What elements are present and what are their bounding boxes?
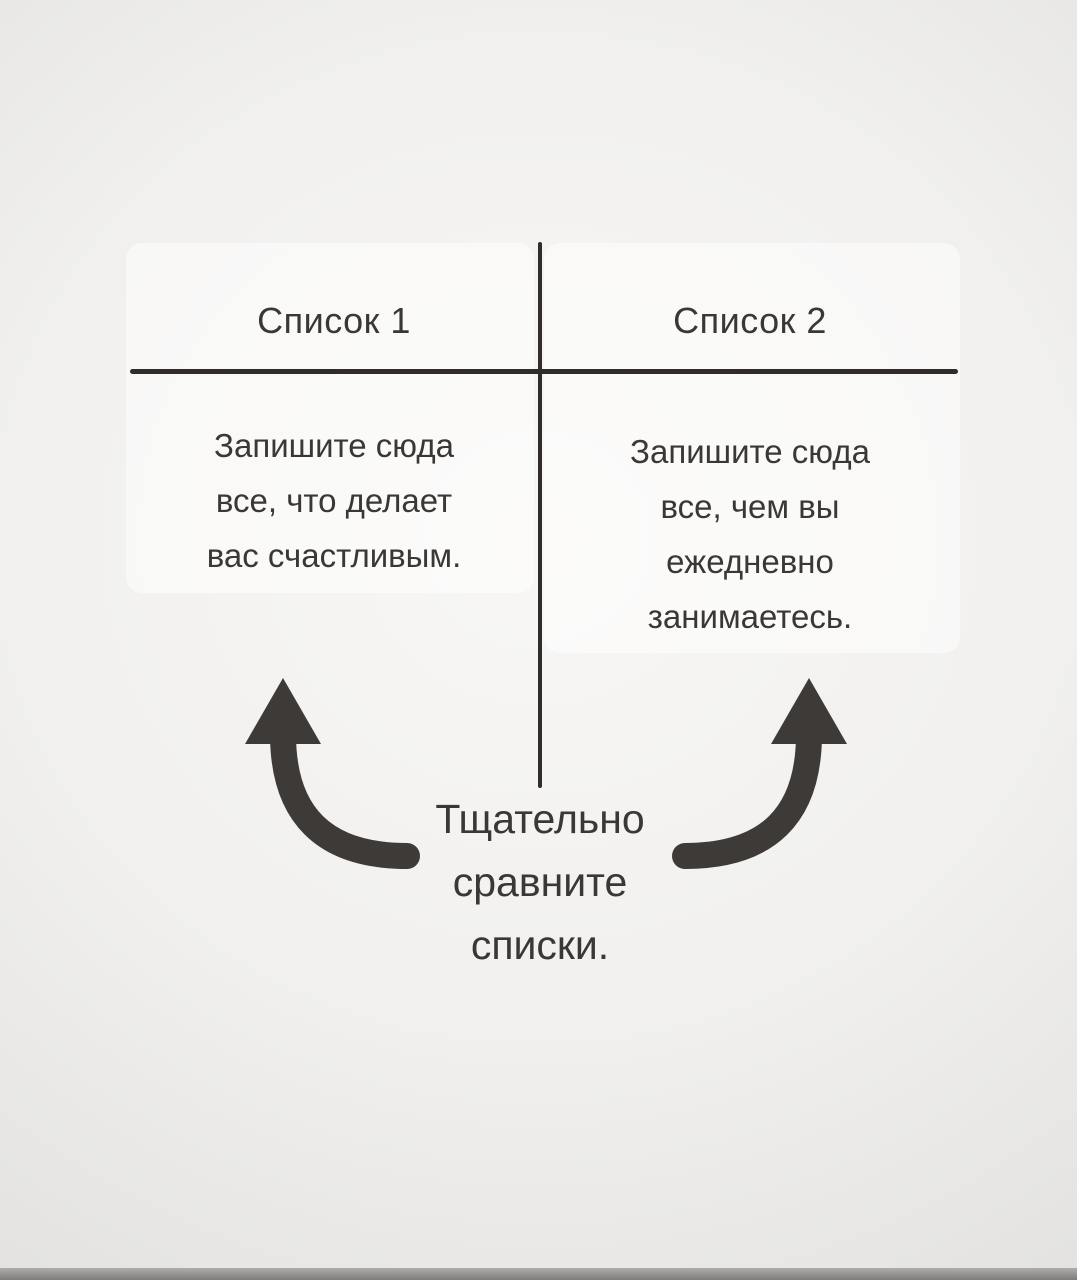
curved-arrow-up-left-icon (245, 678, 420, 869)
caption-text: Тщательно сравните списки. (338, 788, 742, 977)
caption-line: Тщательно (435, 796, 645, 842)
column1-header: Список 1 (257, 300, 411, 341)
column2-header: Список 2 (673, 300, 827, 341)
column1-text-line: все, что делает (215, 482, 453, 519)
column1-text-line: Запишите сюда (214, 427, 454, 464)
column2-text-line: занимаетесь. (647, 598, 853, 635)
column2-text-line: Запишите сюда (630, 433, 870, 470)
divider-vertical-line (538, 242, 542, 788)
column2-text-line: все, чем вы (660, 488, 840, 525)
caption-line: списки. (470, 922, 610, 968)
divider-horizontal-line (130, 369, 958, 374)
column2-text: Запишите сюда все, чем вы ежедневно зани… (552, 424, 948, 644)
column1-panel (126, 243, 534, 593)
column2-panel (544, 243, 960, 653)
bottom-edge-strip (0, 1268, 1077, 1280)
column2-text-line: ежедневно (666, 543, 834, 580)
caption-line: сравните (452, 859, 628, 905)
curved-arrow-up-right-icon (672, 678, 847, 869)
column1-text-line: вас счастливым. (206, 537, 462, 574)
column1-text: Запишите сюда все, что делает вас счастл… (138, 418, 530, 583)
